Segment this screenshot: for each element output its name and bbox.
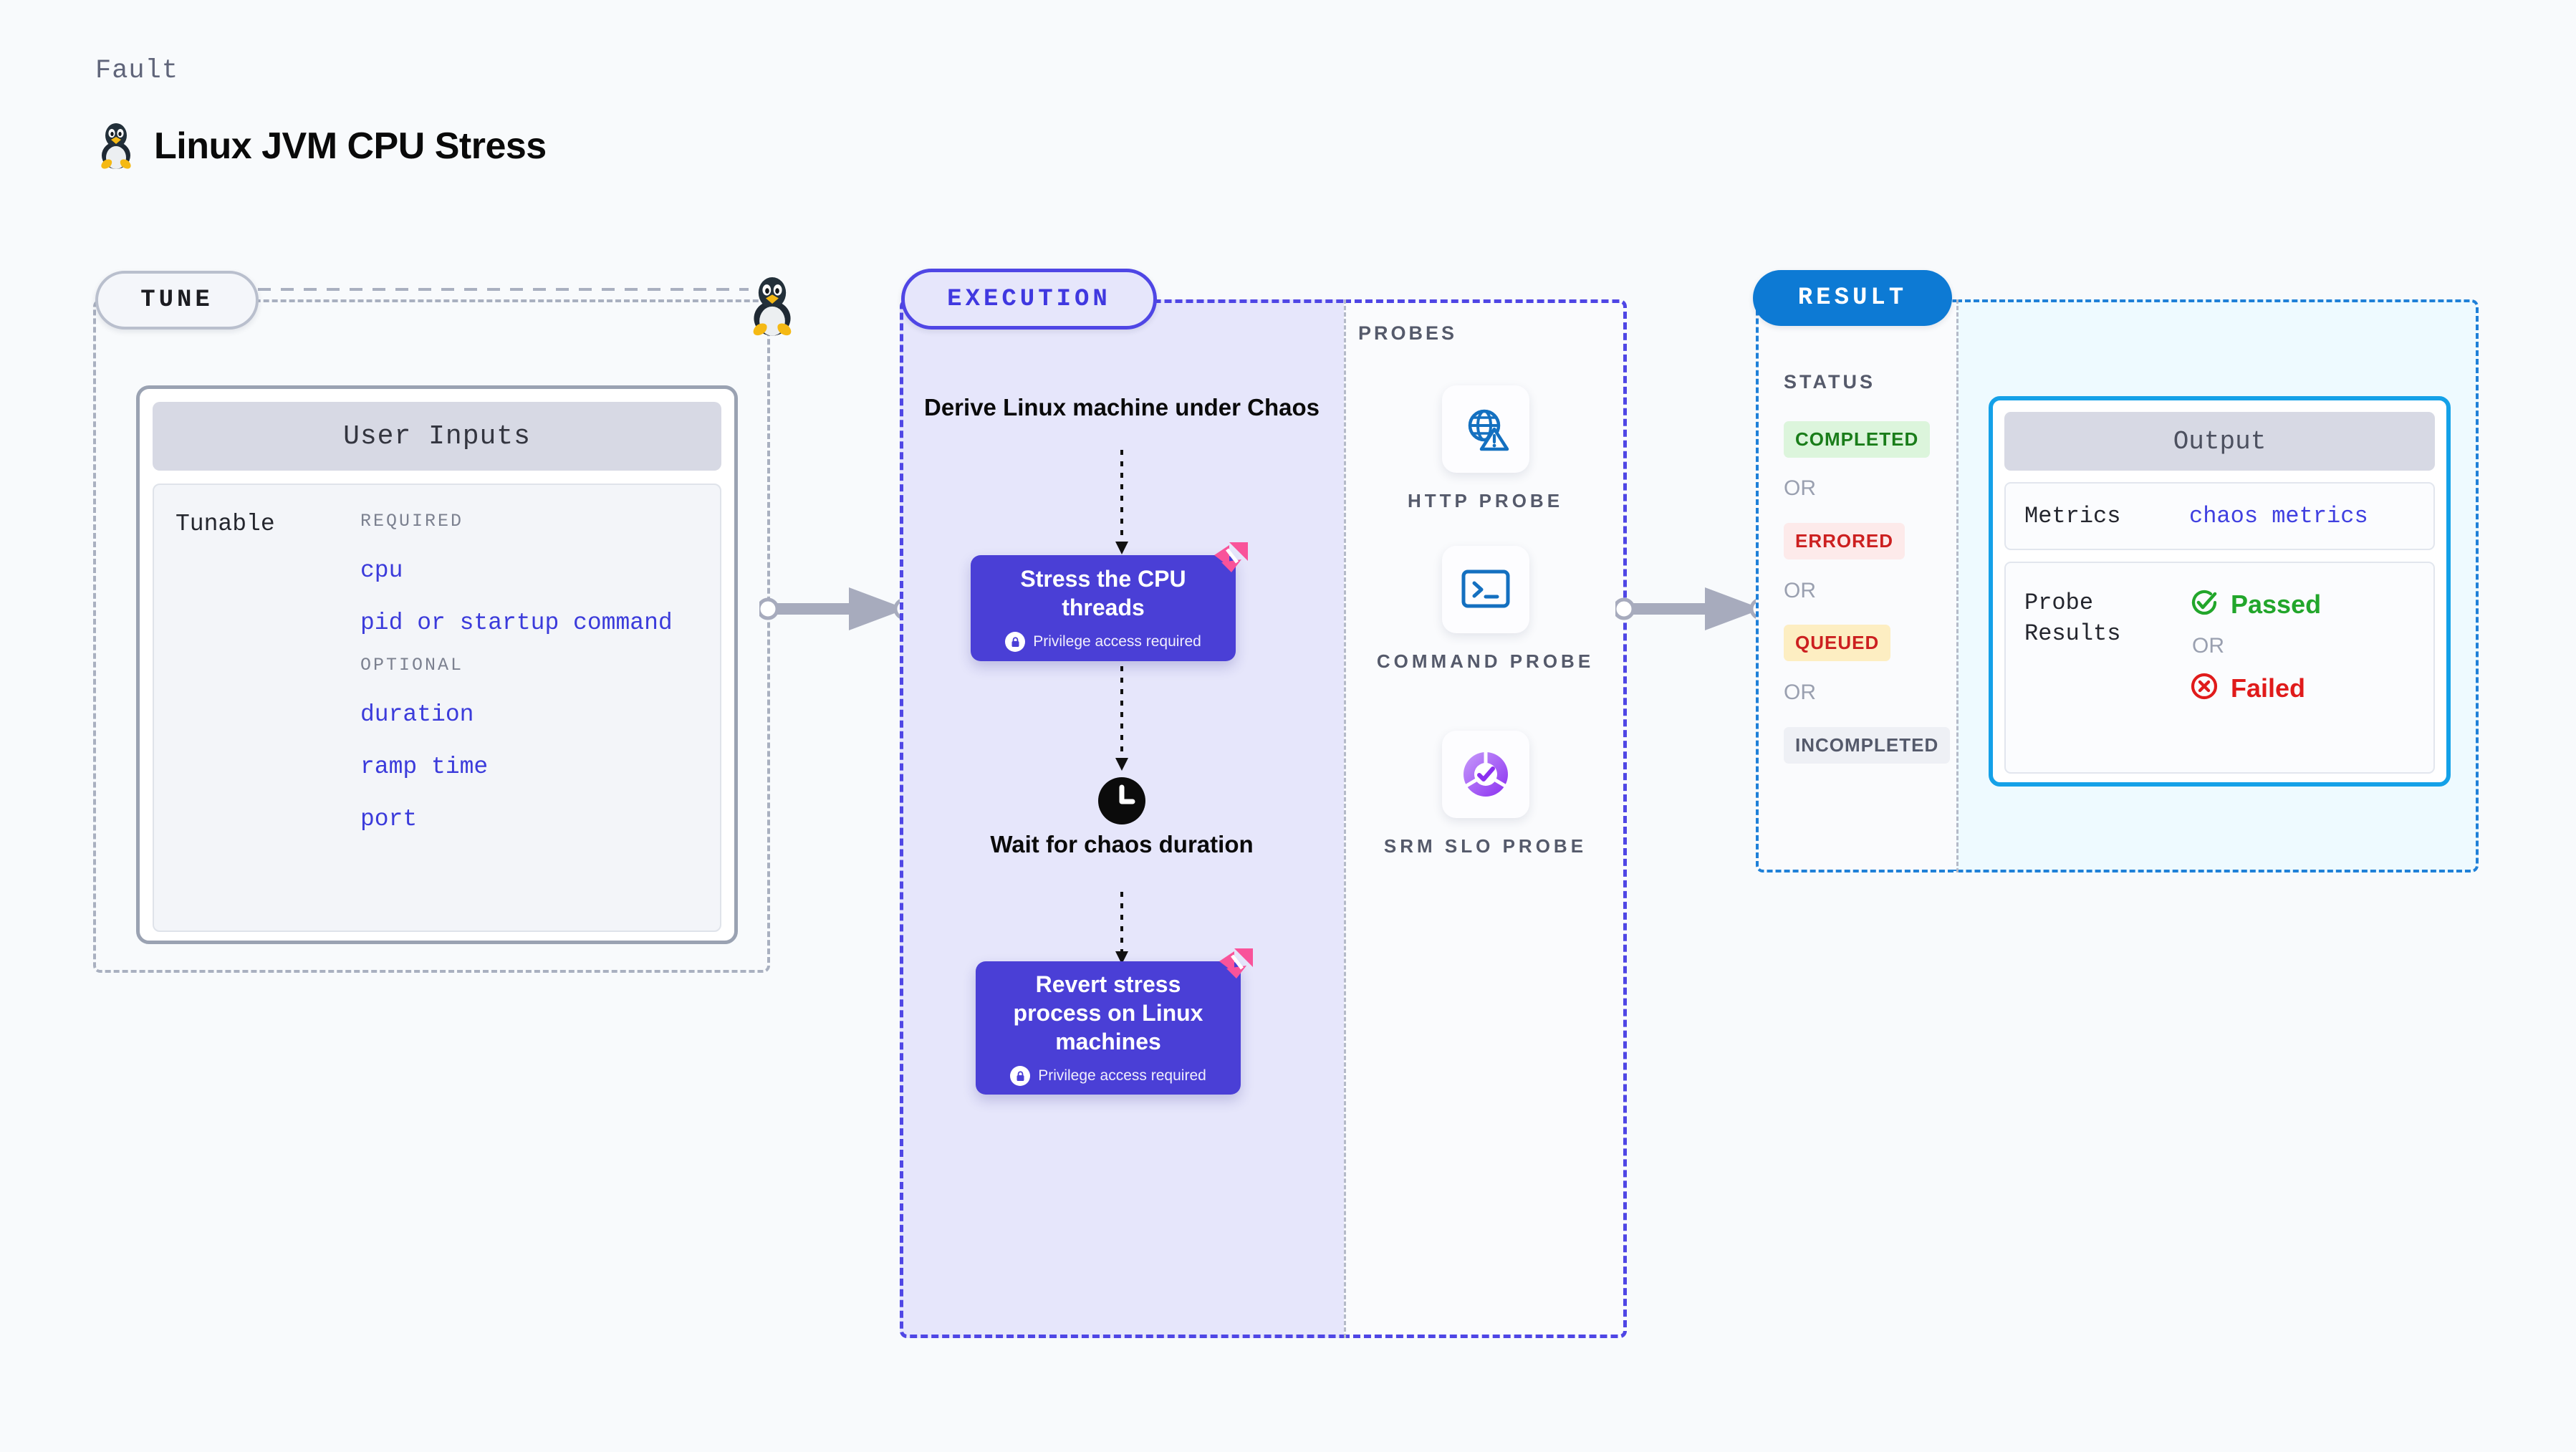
tunable-option-port[interactable]: port: [360, 806, 418, 832]
check-circle-icon: [2189, 587, 2219, 621]
output-card: Output Metrics chaos metrics Probe Resul…: [1989, 396, 2451, 787]
status-or-3: OR: [1784, 681, 1816, 704]
metrics-value-link[interactable]: chaos metrics: [2189, 503, 2368, 529]
status-badge-completed: COMPLETED: [1784, 421, 1931, 458]
status-badge-incompleted: INCOMPLETED: [1784, 727, 1951, 764]
privilege-note-text: Privilege access required: [1038, 1067, 1206, 1084]
litmus-logo-icon: [1206, 538, 1251, 584]
result-inner-divider: [1956, 299, 1959, 872]
probe-name: SRM SLO PROBE: [1383, 835, 1587, 857]
user-inputs-card: User Inputs Tunable REQUIRED cpu pid or …: [136, 385, 738, 944]
status-section-label: STATUS: [1784, 371, 1875, 393]
slo-donut-check-icon: [1441, 731, 1529, 818]
page-eyebrow-label: Fault: [95, 56, 179, 86]
execution-node-stress-cpu[interactable]: Stress the CPU threads Privilege access …: [971, 542, 1248, 661]
probe-name: HTTP PROBE: [1407, 490, 1564, 511]
probe-item-command[interactable]: COMMAND PROBE: [1344, 546, 1627, 674]
litmus-logo-icon: [1211, 944, 1256, 990]
tunable-option-cpu[interactable]: cpu: [360, 557, 403, 584]
probe-name: COMMAND PROBE: [1376, 650, 1595, 672]
tunable-group-optional-title: OPTIONAL: [360, 655, 464, 675]
probe-result-failed: Failed: [2189, 671, 2321, 705]
probe-result-failed-label: Failed: [2231, 673, 2306, 703]
globe-alert-icon: [1441, 385, 1529, 473]
probe-results-values: Passed OR Failed: [2189, 587, 2321, 748]
lock-icon: [1005, 632, 1026, 652]
tunable-group-required-title: REQUIRED: [360, 511, 464, 532]
flow-arrow-stress-to-wait: [1115, 666, 1128, 771]
result-status-panel: [1756, 299, 1956, 872]
page-title-row: Linux JVM CPU Stress: [95, 118, 547, 173]
output-probe-results-row: Probe Results Passed OR: [2004, 562, 2435, 774]
status-badge-queued: QUEUED: [1784, 625, 1891, 661]
probe-result-passed: Passed: [2189, 587, 2321, 621]
probe-results-key-label: Probe Results: [2024, 590, 2121, 648]
user-inputs-header: User Inputs: [153, 402, 721, 471]
execution-node-privilege-note: Privilege access required: [1005, 632, 1201, 652]
privilege-note-text: Privilege access required: [1033, 633, 1201, 650]
probe-result-or: OR: [2192, 634, 2224, 658]
execution-pill-label: EXECUTION: [901, 269, 1157, 330]
page-title: Linux JVM CPU Stress: [154, 125, 547, 167]
status-or-2: OR: [1784, 579, 1816, 602]
tunable-option-pid-or-startup-command[interactable]: pid or startup command: [360, 610, 673, 636]
execution-node-revert-stress[interactable]: Revert stress process on Linux machines …: [976, 948, 1253, 1095]
terminal-icon: [1441, 546, 1529, 633]
execution-probes-divider: [1344, 299, 1346, 1338]
clock-icon: [1097, 776, 1147, 826]
probe-item-http[interactable]: HTTP PROBE: [1344, 385, 1627, 514]
execution-start-label: Derive Linux machine under Chaos: [924, 394, 1320, 420]
execution-node-title: Stress the CPU threads: [1020, 566, 1186, 620]
metrics-key-label: Metrics: [2024, 503, 2121, 529]
flow-arrow-start-to-stress: [1115, 450, 1128, 554]
tunable-options-column: REQUIRED cpu pid or startup command OPTI…: [360, 511, 698, 905]
probe-item-srm-slo[interactable]: SRM SLO PROBE: [1344, 731, 1627, 859]
execution-node-privilege-note: Privilege access required: [1010, 1066, 1206, 1086]
tunable-row-label: Tunable: [176, 511, 275, 537]
tux-penguin-icon: [95, 118, 137, 173]
tune-panel: [93, 299, 770, 973]
tune-pill-label: TUNE: [95, 271, 259, 330]
flow-arrow-wait-to-revert: [1115, 892, 1128, 964]
output-metrics-row: Metrics chaos metrics: [2004, 482, 2435, 550]
tux-penguin-icon: [745, 271, 799, 337]
execution-node-title: Revert stress process on Linux machines: [1013, 971, 1203, 1054]
status-badge-errored: ERRORED: [1784, 523, 1905, 559]
tunable-option-ramp-time[interactable]: ramp time: [360, 754, 489, 780]
result-pill-label: RESULT: [1753, 270, 1952, 326]
status-or-1: OR: [1784, 476, 1816, 500]
probe-result-passed-label: Passed: [2231, 589, 2322, 619]
output-card-header: Output: [2004, 412, 2435, 471]
probes-section-label: PROBES: [1358, 322, 1458, 344]
execution-wait-label: Wait for chaos duration: [990, 831, 1254, 857]
x-circle-icon: [2189, 671, 2219, 705]
lock-icon: [1010, 1066, 1031, 1086]
tune-pill-dashed-line: [258, 288, 749, 291]
tunable-body: Tunable REQUIRED cpu pid or startup comm…: [153, 484, 721, 932]
tunable-option-duration[interactable]: duration: [360, 701, 474, 728]
